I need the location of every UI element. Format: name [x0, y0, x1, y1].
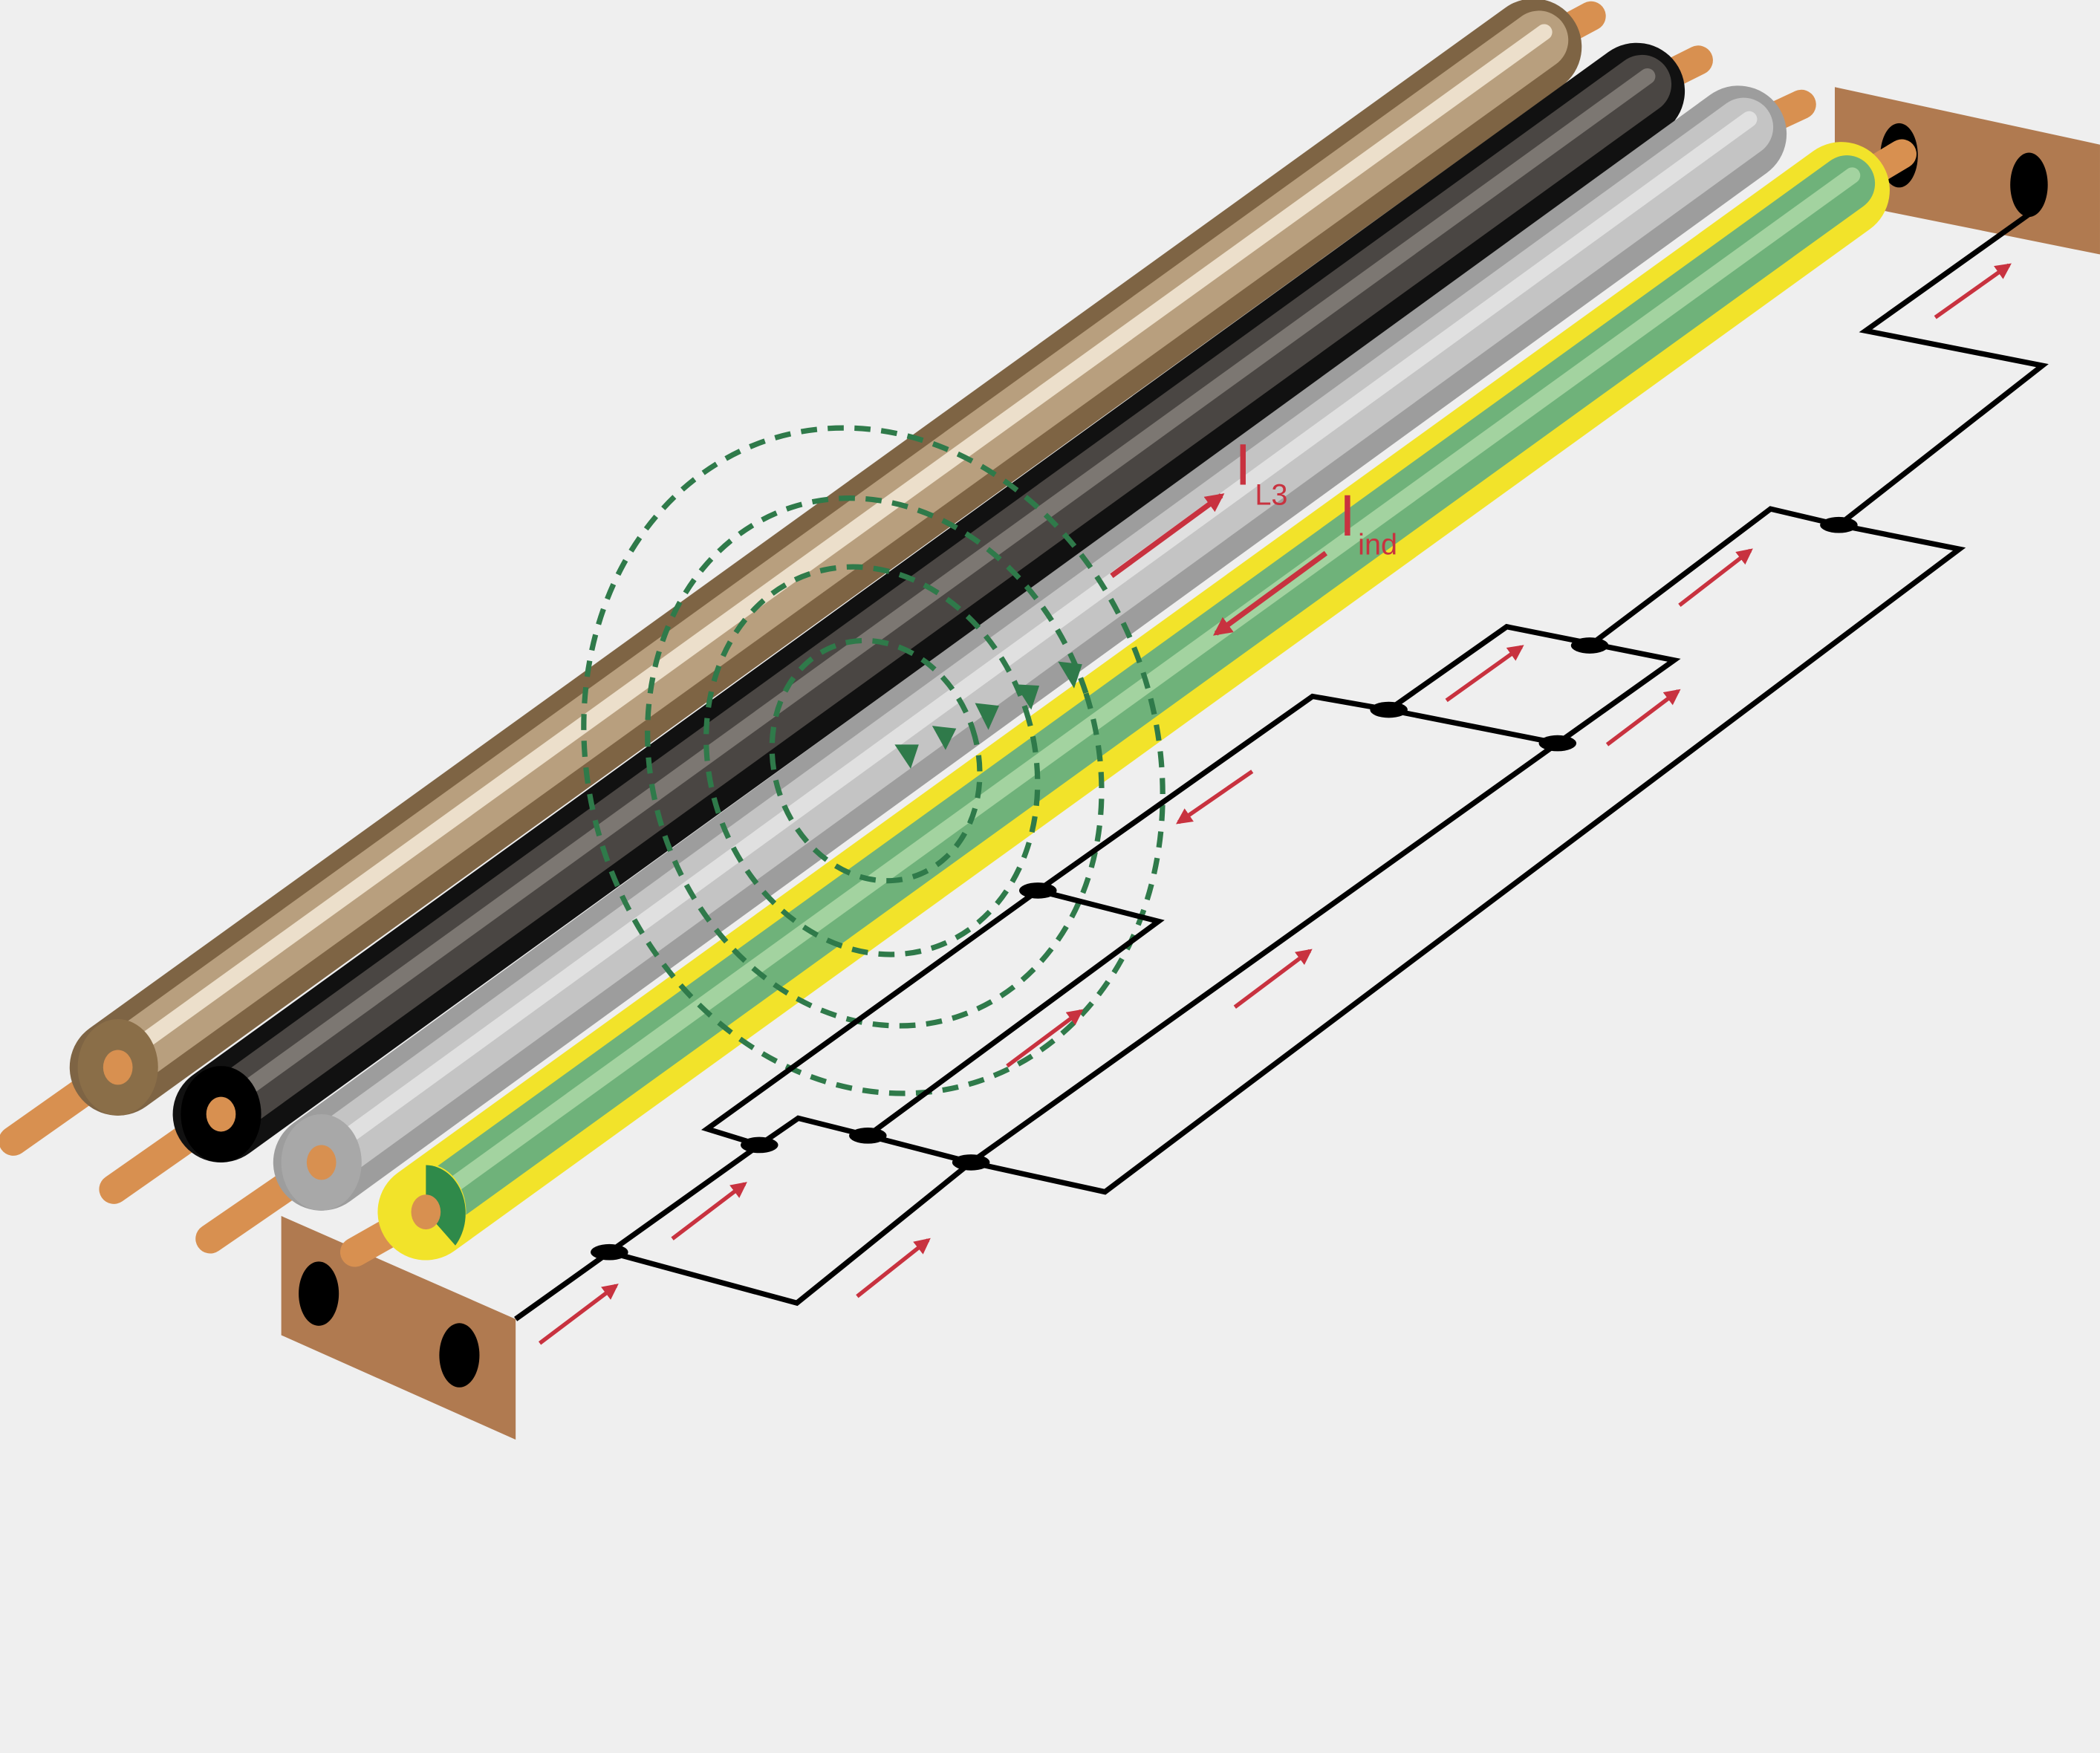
busbar-hole [439, 1323, 480, 1388]
busbar-left [281, 1216, 516, 1440]
induction-loop-circuit [514, 212, 2049, 1321]
current-arrows [538, 263, 2012, 1345]
circuit-junctions [591, 516, 1858, 1261]
busbar-hole [2010, 152, 2048, 218]
phase-current-label: I [1235, 432, 1251, 498]
magnetic-field-lines [581, 425, 1166, 1096]
field-direction-arrows [894, 661, 1082, 769]
phase-current-arrow [1110, 493, 1225, 579]
induced-current-arrow [1212, 550, 1328, 636]
induced-current-label: I [1339, 482, 1356, 548]
cable-grey [195, 85, 1816, 1254]
busbar-hole [299, 1261, 339, 1326]
induced-current-subscript: ind [1358, 528, 1397, 561]
phase-current-subscript: L3 [1255, 479, 1287, 512]
cable-black [99, 42, 1713, 1204]
cable-protective-earth [339, 139, 1917, 1267]
cable-brown [0, 0, 1606, 1156]
